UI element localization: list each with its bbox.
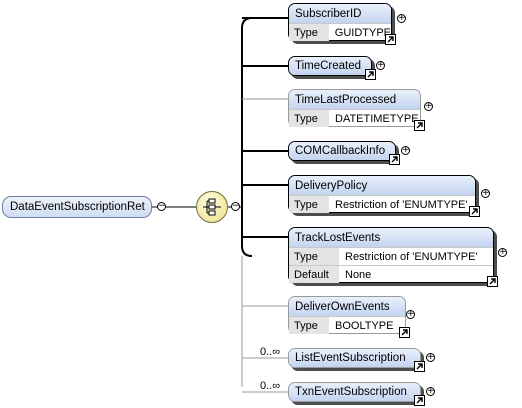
type-link-icon[interactable] — [414, 120, 425, 131]
type-link-icon[interactable] — [414, 361, 425, 372]
element-subscriberid[interactable]: SubscriberID Type GUIDTYPE — [288, 3, 396, 45]
element-tracklostevents[interactable]: TrackLostEvents Type Restriction of 'ENU… — [288, 227, 498, 287]
root-element-label: DataEventSubscriptionRet — [10, 201, 145, 213]
type-value: Restriction of 'ENUMTYPE' — [345, 250, 478, 263]
element-deliverypolicy[interactable]: DeliveryPolicy Type Restriction of 'ENUM… — [288, 175, 480, 217]
expand-timelastprocessed-icon[interactable]: + — [424, 101, 433, 111]
element-timelastprocessed[interactable]: TimeLastProcessed Type DATETIMETYPE — [288, 89, 425, 131]
expand-timecreated-icon[interactable]: + — [376, 60, 385, 70]
element-name: TimeCreated — [289, 57, 371, 75]
sequence-compositor-icon[interactable] — [196, 191, 228, 223]
cardinality-label: 0..∞ — [260, 380, 281, 392]
type-key: Type — [289, 196, 329, 213]
expand-txneventsubscription-icon[interactable]: + — [426, 386, 435, 396]
element-listeventsubscription[interactable]: ListEventSubscription — [288, 348, 425, 372]
type-key: Type — [289, 248, 339, 265]
cardinality-label: 0..∞ — [260, 346, 281, 358]
element-name: SubscriberID — [289, 4, 391, 23]
type-link-icon[interactable] — [385, 34, 396, 45]
type-link-icon[interactable] — [469, 206, 480, 217]
type-key: Type — [289, 110, 329, 127]
element-name: DeliveryPolicy — [289, 176, 475, 195]
type-link-icon[interactable] — [389, 154, 400, 165]
type-link-icon[interactable] — [487, 276, 498, 287]
default-key: Default — [289, 266, 339, 283]
element-name: TxnEventSubscription — [289, 383, 420, 401]
type-value: Restriction of 'ENUMTYPE' — [335, 198, 468, 211]
expand-tracklostevents-icon[interactable]: + — [498, 247, 507, 257]
type-key: Type — [289, 24, 329, 41]
expand-subscriberid-icon[interactable]: + — [397, 13, 406, 23]
expand-deliverownevents-icon[interactable]: + — [406, 309, 415, 319]
element-name: TimeLastProcessed — [289, 90, 420, 109]
type-value: BOOLTYPE — [335, 319, 394, 332]
default-value: None — [345, 268, 372, 281]
element-name: COMCallbackInfo — [289, 142, 395, 160]
element-txneventsubscription[interactable]: TxnEventSubscription — [288, 382, 425, 406]
element-name: TrackLostEvents — [289, 228, 493, 247]
collapse-root-icon[interactable]: − — [157, 201, 166, 211]
root-element[interactable]: DataEventSubscriptionRet — [2, 196, 152, 218]
collapse-sequence-icon[interactable]: − — [231, 201, 240, 211]
element-comcallbackinfo[interactable]: COMCallbackInfo — [288, 141, 400, 165]
expand-listeventsubscription-icon[interactable]: + — [426, 352, 435, 362]
element-name: DeliverOwnEvents — [289, 297, 405, 316]
type-link-icon[interactable] — [414, 395, 425, 406]
expand-deliverypolicy-icon[interactable]: + — [481, 188, 490, 198]
type-value: GUIDTYPE — [334, 26, 391, 39]
element-deliverownevents[interactable]: DeliverOwnEvents Type BOOLTYPE — [288, 296, 410, 338]
element-timecreated[interactable]: TimeCreated — [288, 56, 376, 80]
type-link-icon[interactable] — [365, 69, 376, 80]
element-name: ListEventSubscription — [289, 349, 420, 367]
type-value: DATETIMETYPE — [335, 112, 419, 125]
type-link-icon[interactable] — [399, 327, 410, 338]
expand-comcallbackinfo-icon[interactable]: + — [401, 145, 410, 155]
type-key: Type — [289, 317, 329, 334]
